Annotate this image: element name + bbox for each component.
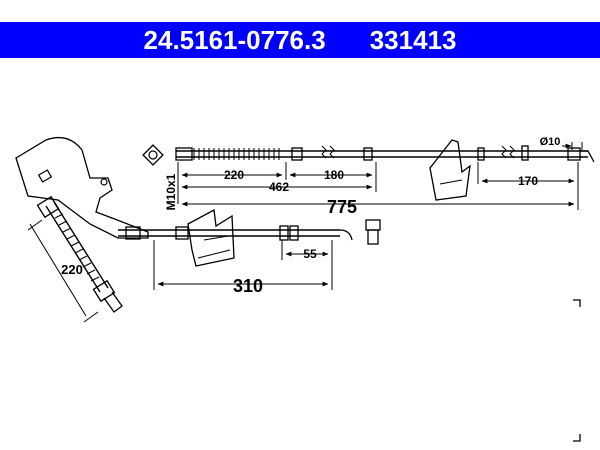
corner-marks (573, 299, 581, 442)
diameter-label: Ø10 (540, 136, 561, 148)
lower-pipe-assembly: 310 55 (118, 208, 381, 296)
part-number: 24.5161-0776.3 (143, 24, 326, 55)
upper-pipe-assembly: 220 180 462 170 775 Ø10 M10x1 (142, 136, 595, 217)
reference-number: 331413 (369, 24, 457, 55)
upper-462-label: 462 (269, 180, 289, 194)
hose-220-label: 220 (61, 262, 83, 277)
overall-775-label: 775 (327, 197, 357, 217)
thread-label: M10x1 (164, 173, 178, 210)
upper-170-label: 170 (518, 174, 538, 188)
lower-55-label: 55 (303, 247, 317, 261)
upper-180-label: 180 (324, 168, 344, 182)
lower-310-label: 310 (233, 276, 263, 296)
title-bar: 24.5161-0776.3 331413 (0, 22, 600, 58)
upper-220-label: 220 (224, 168, 244, 182)
left-hose-assembly: 220 (15, 136, 149, 323)
